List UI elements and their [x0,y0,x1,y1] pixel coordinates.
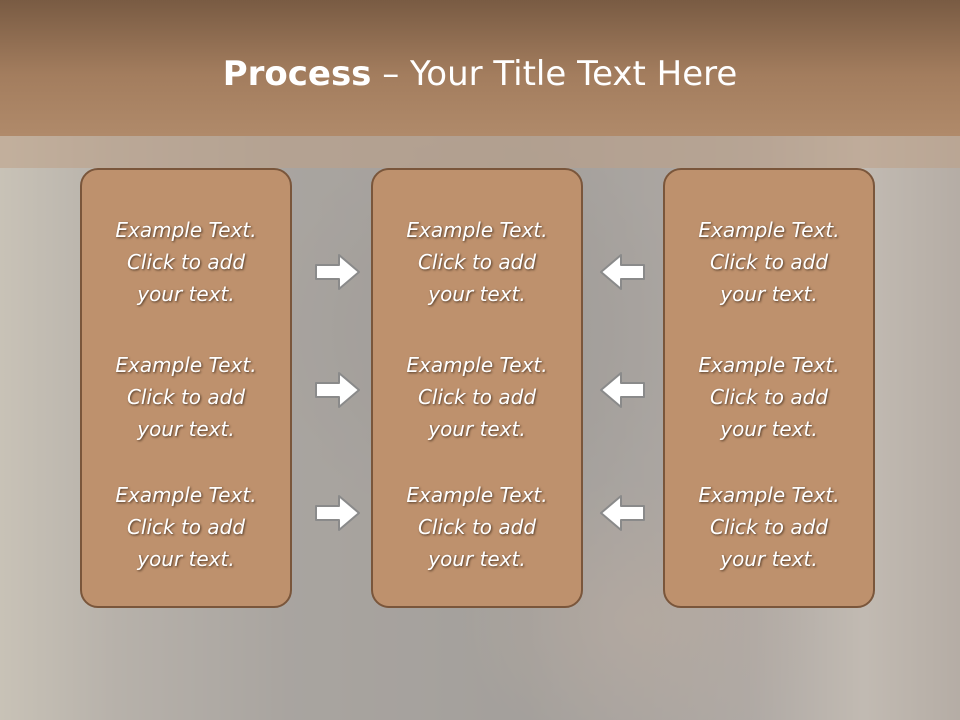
box-text[interactable]: Example Text. Click to add your text. [698,218,840,306]
box-text[interactable]: Example Text. Click to add your text. [406,218,548,306]
box-text[interactable]: Example Text. Click to add your text. [698,483,840,571]
arrow-left-icon [600,254,645,290]
arrow-right-icon [315,254,360,290]
arrow-left-icon [600,495,645,531]
box-text[interactable]: Example Text. Click to add your text. [115,218,257,306]
box-text[interactable]: Example Text. Click to add your text. [406,353,548,441]
title-bar: Process – Your Title Text Here [0,0,960,136]
box-text[interactable]: Example Text. Click to add your text. [406,483,548,571]
slide-title-rest: – Your Title Text Here [371,54,738,94]
slide-title[interactable]: Process – Your Title Text Here [0,52,960,96]
box-text[interactable]: Example Text. Click to add your text. [115,483,257,571]
box-text[interactable]: Example Text. Click to add your text. [698,353,840,441]
process-box-left[interactable]: Example Text. Click to add your text. Ex… [80,168,292,608]
arrow-right-icon [315,372,360,408]
arrow-left-icon [600,372,645,408]
box-text[interactable]: Example Text. Click to add your text. [115,353,257,441]
process-box-right[interactable]: Example Text. Click to add your text. Ex… [663,168,875,608]
header-band [0,136,960,168]
slide-title-bold: Process [222,54,372,94]
process-box-center[interactable]: Example Text. Click to add your text. Ex… [371,168,583,608]
arrow-right-icon [315,495,360,531]
